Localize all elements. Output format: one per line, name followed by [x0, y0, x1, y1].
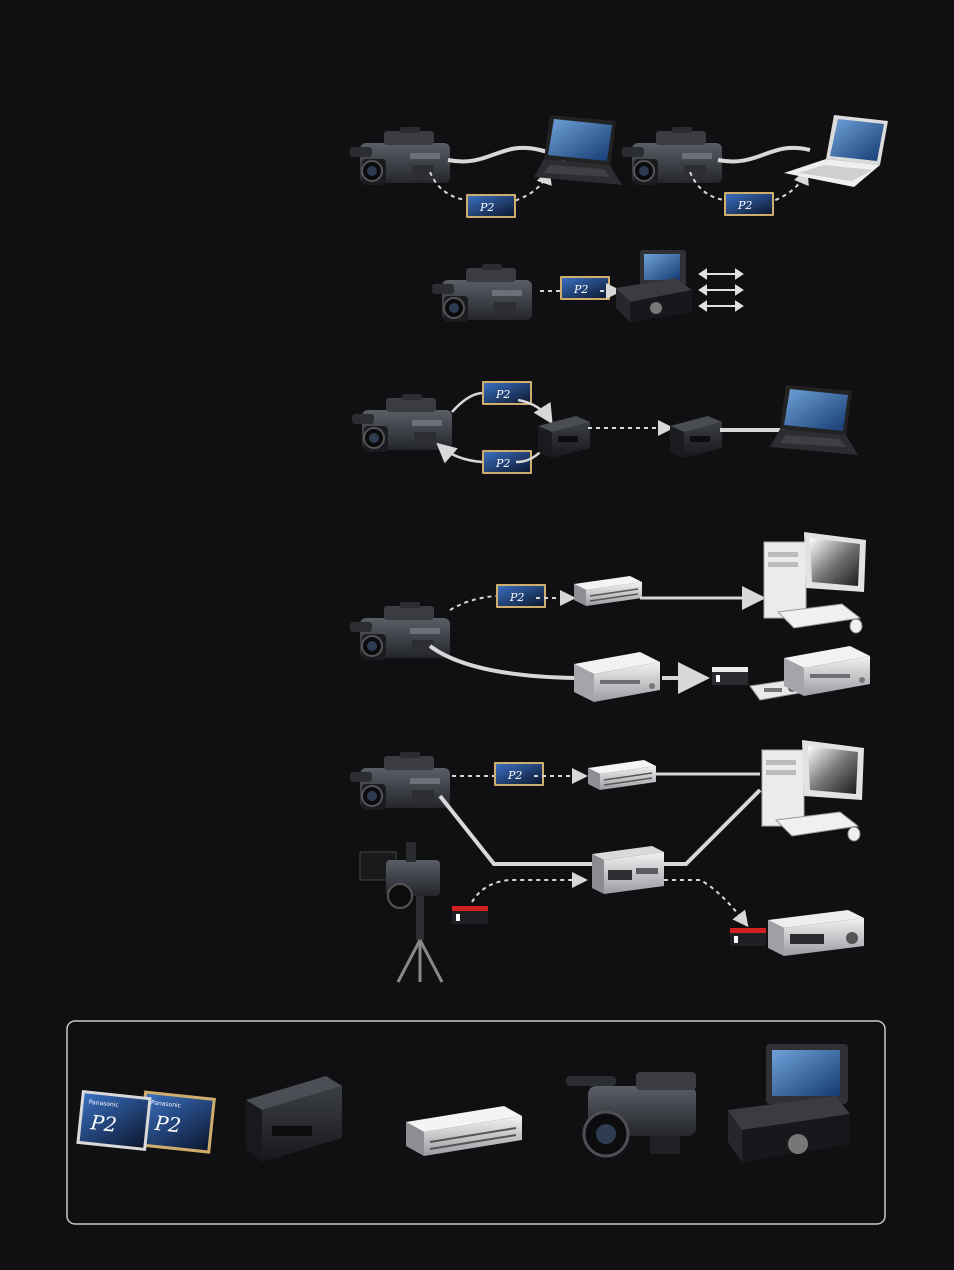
- tape-icon: [452, 906, 488, 924]
- row-5-mixed-workflow: [350, 740, 864, 982]
- camcorder-icon: [352, 394, 452, 452]
- studio-deck-icon: [574, 652, 660, 702]
- p2-cards-icon: Panasonic P2 Panasonic P2: [76, 1090, 216, 1154]
- p2-mobile-station-icon: [728, 1044, 850, 1162]
- desktop-computer-icon: [764, 532, 866, 633]
- dashed-arrow: [472, 880, 584, 902]
- dashed-arrow: [450, 596, 496, 610]
- cable-line: [664, 790, 760, 864]
- camcorder-icon: [350, 127, 450, 185]
- dashed-arrow: [664, 880, 746, 924]
- row-1-laptop-transfer: [350, 115, 888, 218]
- card-drive-icon: [406, 1106, 522, 1156]
- p2-card-icon: [494, 762, 544, 786]
- row-3-p2-store: [352, 381, 858, 474]
- p2-card-icon: [560, 276, 610, 300]
- laptop-icon: [770, 385, 858, 455]
- cable-line: [718, 148, 810, 162]
- studio-vtr-icon: [592, 846, 664, 894]
- svg-text:P2: P2: [153, 1111, 183, 1138]
- tape-icon: [730, 928, 766, 946]
- laptop-icon: [534, 115, 622, 185]
- card-drive-icon: [588, 760, 656, 790]
- cable-line: [440, 796, 594, 864]
- cable-line: [430, 646, 574, 678]
- row-4-card-drive-and-deck: [350, 532, 870, 702]
- product-panel: Panasonic P2 Panasonic P2: [67, 1021, 885, 1224]
- desktop-computer-icon: [762, 740, 864, 841]
- handheld-camcorder-icon: [566, 1072, 696, 1156]
- studio-vtr-icon: [768, 910, 864, 956]
- p2-store-icon: [246, 1076, 342, 1162]
- p2-mobile-station-icon: [616, 250, 692, 322]
- p2-card-icon: [466, 194, 516, 218]
- svg-text:P2: P2: [88, 1110, 118, 1137]
- studio-deck-icon: [784, 646, 870, 696]
- arrow-line: [452, 393, 482, 412]
- card-drive-icon: [574, 576, 642, 606]
- p2-store-icon: [538, 416, 590, 458]
- p2-card-icon: [496, 584, 546, 608]
- white-laptop-icon: [784, 115, 888, 187]
- camcorder-icon: [622, 127, 722, 185]
- row-2-mobile-station: [432, 250, 742, 322]
- p2-card-icon: [724, 192, 774, 216]
- p2-store-icon: [670, 416, 722, 458]
- cinema-camera-icon: [360, 842, 442, 982]
- double-arrow-icon: [700, 270, 742, 310]
- camcorder-icon: [432, 264, 532, 322]
- camcorder-icon: [350, 752, 450, 810]
- tape-icon: [712, 667, 748, 685]
